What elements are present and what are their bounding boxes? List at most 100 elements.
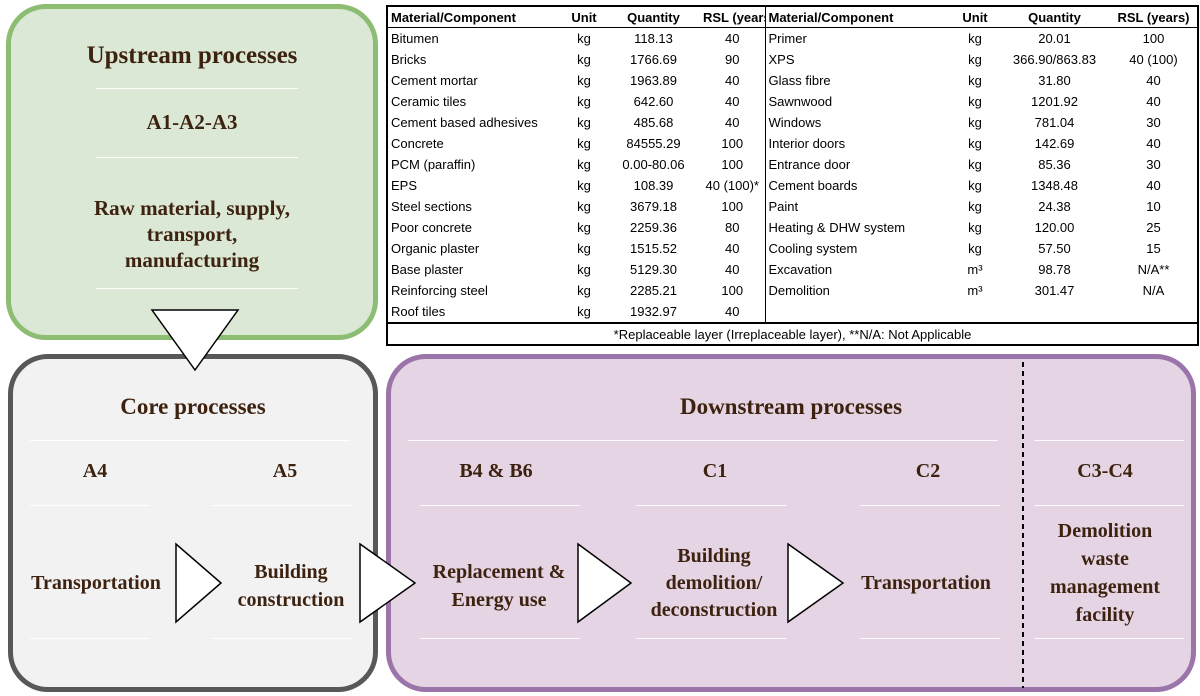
downstream-title: Downstream processes [679,394,903,419]
table-cell: 301.47 [1034,283,1075,298]
table-cell: 120.00 [1034,220,1075,235]
core-divider [212,505,352,506]
table-cell: kg [577,283,591,298]
table-cell: 25 [1146,220,1161,235]
table-cell: kg [968,31,982,46]
core-divider [30,638,150,639]
table-cell: Ceramic tiles [391,94,467,109]
table-cell: kg [577,178,591,193]
table-cell: 1932.97 [630,304,677,319]
table-cell: 57.50 [1038,241,1071,256]
table-cell: Entrance door [768,157,851,172]
table-cell: 30 [1146,115,1161,130]
table-cell: 100 [700,196,766,217]
column-header: RSL (years) [700,6,766,28]
table-cell: N/A [1142,283,1165,298]
table-cell: 1963.89 [630,73,677,88]
right-arrow-icon [577,542,633,624]
table-cell: 40 [700,27,766,49]
table-cell: 100 [1142,31,1165,46]
downstream-divider [1034,440,1184,441]
table-cell: Glass fibre [768,73,831,88]
table-cell: Excavation [768,262,833,277]
table-cell: 781.04 [1034,115,1075,130]
table-cell: Sawnwood [768,94,833,109]
downstream-processes-box [386,354,1196,692]
down-arrow-icon [150,309,240,372]
upstream-description: Raw material, supply, transport, manufac… [93,196,290,272]
upstream-divider [96,88,298,89]
table-cell: Cement boards [768,178,858,193]
table-cell: Bricks [391,52,427,67]
downstream-stage-code-b4-b6: B4 & B6 [459,460,533,482]
table-cell: 10 [1146,199,1161,214]
table-cell: 40 [700,112,766,133]
table-cell: 15 [1146,241,1161,256]
right-arrow-icon [359,542,417,624]
table-cell: kg [577,115,591,130]
table-cell: kg [968,178,982,193]
table-cell: Organic plaster [391,241,480,256]
table-cell: 100 [700,133,766,154]
table-cell: 40 [1146,178,1161,193]
upstream-stage-code: A1-A2-A3 [146,110,238,134]
downstream-stage-desc-b4-b6: Replacement & Energy use [432,561,566,611]
table-cell: Cement based adhesives [391,115,538,130]
right-arrow-icon [787,542,845,624]
table-cell: Bitumen [391,31,439,46]
table-cell: Interior doors [768,136,846,151]
table-cell: 40 (100)* [700,175,766,196]
table-cell: 40 [1146,94,1161,109]
table-cell: 5129.30 [630,262,677,277]
table-cell [765,301,951,323]
table-cell: 118.13 [634,31,673,46]
table-cell [951,301,999,323]
column-header: Unit [571,9,597,25]
table-cell: kg [968,199,982,214]
table-cell: kg [968,157,982,172]
upstream-title: Upstream processes [86,42,298,69]
table-cell: 30 [1146,157,1161,172]
table-cell [999,301,1110,323]
table-cell: 1348.48 [1031,178,1078,193]
column-header: RSL (years) [1117,9,1190,25]
downstream-stage-code-c3-c4: C3-C4 [1077,460,1133,482]
table-cell: 98.78 [1038,262,1071,277]
table-cell: kg [968,73,982,88]
table-header-row: Material/Component Unit Quantity RSL (ye… [387,6,1198,28]
table-cell: 2259.36 [630,220,677,235]
table-cell: 40 (100) [1129,52,1178,67]
table-cell: 1515.52 [630,241,677,256]
table-cell: Base plaster [391,262,464,277]
table-cell: 642.60 [633,94,674,109]
table-cell: 80 [700,217,766,238]
table-cell: 100 [700,154,766,175]
table-cell: kg [968,220,982,235]
downstream-divider [1034,638,1184,639]
downstream-divider [420,638,580,639]
core-stage-desc-a4: Transportation [31,572,161,594]
table-cell: 108.39 [633,178,674,193]
table-cell: 24.38 [1038,199,1071,214]
table-cell: kg [577,73,591,88]
table-cell: 1766.69 [630,52,677,67]
table-cell: 142.69 [1034,136,1075,151]
table-cell: kg [968,241,982,256]
table-cell: kg [577,157,591,172]
table-cell: kg [577,262,591,277]
table-cell: 40 [700,301,766,323]
table-cell: 40 [1146,73,1161,88]
table-cell: kg [968,94,982,109]
table-cell: 3679.18 [630,199,677,214]
right-arrow-icon [175,542,223,624]
column-header: Material/Component [391,9,516,25]
core-divider [212,638,352,639]
